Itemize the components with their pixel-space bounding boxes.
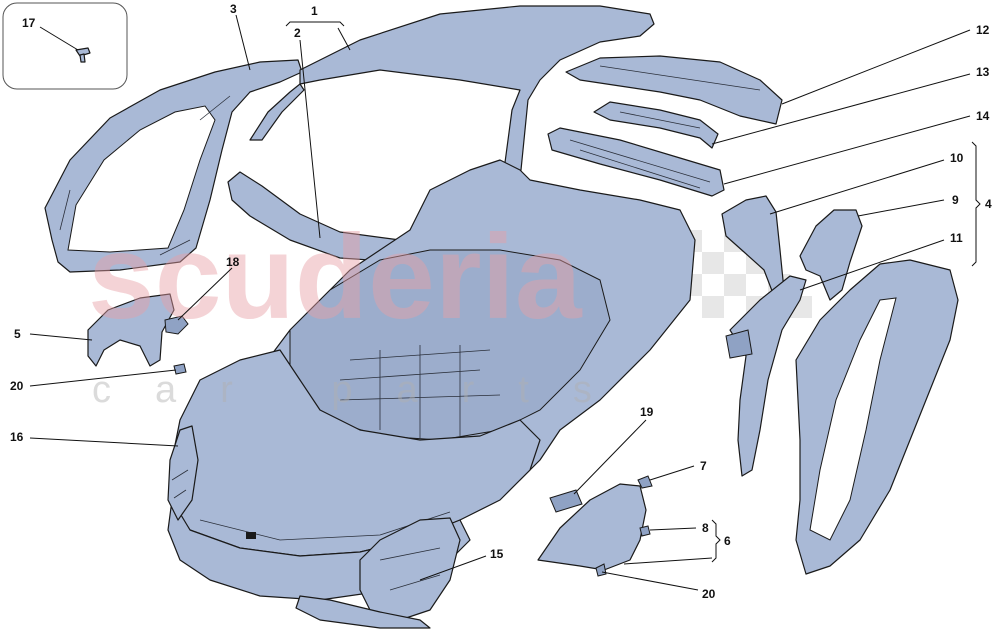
part-rear-quarter-panel	[795, 259, 959, 575]
callout-6: 6	[724, 534, 731, 548]
callout-15: 15	[490, 547, 504, 561]
callout-17: 17	[22, 16, 36, 30]
part-9-rear-bracket	[799, 209, 863, 301]
callout-20-left: 20	[10, 379, 24, 393]
leader-lines	[29, 14, 981, 591]
part-8-clip	[639, 525, 651, 537]
callout-12: 12	[976, 23, 990, 37]
callout-11: 11	[950, 231, 963, 245]
part-15-front-lower-frame	[295, 517, 461, 629]
part-1-body-shell	[167, 5, 696, 601]
part-18-bracket	[164, 315, 189, 335]
watermark-sub: car parts	[92, 369, 636, 411]
callout-labels: 1 2 3 4 5 6 7 8 9 10 11 12 13 14 15 16 1…	[10, 2, 992, 601]
callout-18: 18	[226, 255, 240, 269]
part-19-bracket	[549, 489, 583, 513]
callout-14: 14	[976, 109, 990, 123]
part-13-rear-cross-member	[593, 101, 719, 149]
callout-8: 8	[702, 521, 709, 535]
callout-3: 3	[230, 2, 237, 16]
part-7-clip	[637, 475, 653, 489]
part-11-rear-pillar	[725, 275, 807, 477]
watermark-main: scuderia	[88, 210, 583, 344]
callout-16: 16	[10, 430, 24, 444]
part-20-clip-right	[595, 563, 607, 577]
callout-19: 19	[640, 405, 654, 419]
callout-10: 10	[950, 151, 964, 165]
part-20-clip-left	[173, 363, 187, 375]
callout-20-right: 20	[702, 587, 716, 601]
part-14-rear-panel	[547, 127, 725, 197]
callout-7: 7	[700, 459, 707, 473]
callout-5: 5	[14, 327, 21, 341]
callout-4: 4	[985, 197, 992, 211]
part-5-front-inner-fender	[87, 293, 175, 367]
part-16-front-structure	[167, 425, 199, 521]
callout-9: 9	[952, 193, 959, 207]
callout-1: 1	[311, 4, 318, 18]
callout-2: 2	[294, 26, 301, 40]
part-3-body-side-frame	[44, 59, 303, 273]
part-12-rear-upper-panel	[565, 55, 783, 125]
callout-13: 13	[976, 65, 990, 79]
part-17-box	[2, 2, 128, 90]
